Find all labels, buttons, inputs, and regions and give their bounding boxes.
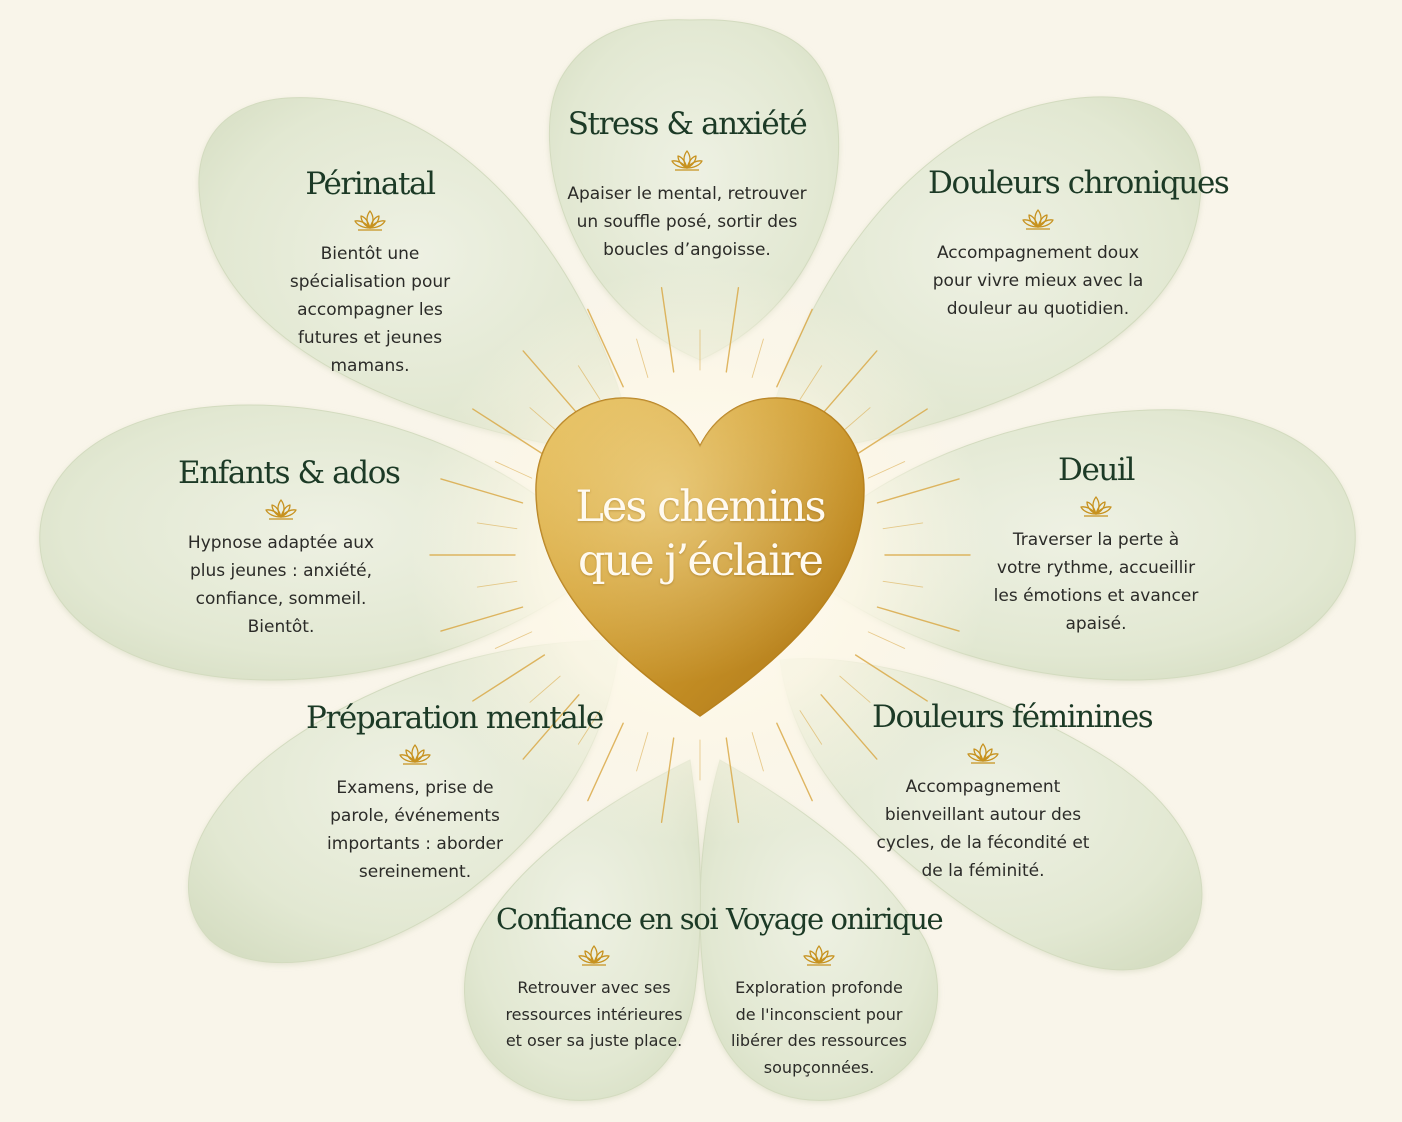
sun-ray [522,350,580,416]
center-title: Les chemins que j’éclaire [530,480,870,588]
petal-title: Deuil [1058,452,1135,488]
sun-ray [882,580,924,588]
petal-deuil: Deuil Traverser la perte à votre rythme,… [990,452,1202,638]
lotus-icon [264,497,298,521]
center-title-line-1: Les chemins [575,482,826,532]
lotus-icon [802,943,836,967]
sun-ray [854,654,928,702]
sun-ray [751,732,764,772]
sun-ray [472,654,546,702]
sun-ray [776,308,813,388]
sun-ray [587,722,624,802]
petal-title: Douleurs chroniques [928,165,1230,201]
sun-ray [494,461,533,479]
petal-title: Enfants & ados [178,455,401,491]
sun-ray [799,710,823,745]
sun-ray [522,694,580,760]
sun-ray [476,580,518,588]
petal-description: Exploration profonde de l'inconscient po… [731,978,907,1077]
petal-description: Accompagnement doux pour vivre mieux ave… [932,243,1144,319]
petal-description: Hypnose adaptée aux plus jeunes : anxiét… [187,533,375,637]
petal-title: Périnatal [305,166,436,202]
petal-description: Traverser la perte à votre rythme, accue… [993,530,1199,634]
sun-ray [820,694,878,760]
petal-description: Apaiser le mental, retrouver un souffle … [567,184,807,260]
petal-perinatal: Périnatal Bientôt une spécialisation pou… [280,166,460,380]
sun-ray [751,338,764,378]
sun-ray [587,308,624,388]
sun-ray [577,710,601,745]
sun-ray [494,631,533,649]
petal-enfants: Enfants & ados Hypnose adaptée aux plus … [178,455,401,641]
petal-stress: Stress & anxiété Apaiser le mental, retr… [560,106,814,264]
sun-ray [867,461,906,479]
sun-ray [440,478,524,504]
petal-title: Préparation mentale [306,700,604,736]
petal-title: Douleurs féminines [872,699,1154,735]
lotus-icon [1079,494,1113,518]
lotus-icon [670,148,704,172]
sun-ray [839,675,871,703]
petal-title: Stress & anxiété [567,106,808,142]
sun-ray [440,606,524,632]
petal-douleurs-chroniques: Douleurs chroniques Accompagnement doux … [928,165,1230,323]
sun-ray [799,365,823,400]
petal-preparation: Préparation mentale Examens, prise de pa… [306,700,604,886]
sun-ray [725,737,740,823]
petal-description: Bientôt une spécialisation pour accompag… [289,244,451,376]
sun-ray [577,365,601,400]
sun-ray [867,631,906,649]
sun-ray [820,350,878,416]
petal-confiance-shape [464,759,701,1101]
petal-douleurs-feminines: Douleurs féminines Accompagnement bienve… [872,699,1154,885]
sun-ray [882,522,924,530]
sun-ray [876,606,960,632]
sunburst-rays [429,287,971,823]
lotus-icon [1021,207,1055,231]
sun-ray [776,722,813,802]
petal-confiance: Confiance en soi Retrouver avec ses ress… [496,901,719,1055]
lotus-icon [398,742,432,766]
sun-ray [876,478,960,504]
petal-description: Accompagnement bienveillant autour des c… [876,777,1090,881]
petal-description: Examens, prise de parole, événements imp… [327,778,503,882]
petal-voyage-onirique: Voyage onirique Exploration profonde de … [726,901,944,1081]
petal-title: Voyage onirique [726,902,944,936]
sun-ray [472,408,546,456]
center-title-line-2: que j’éclaire [577,536,824,586]
sun-ray [854,408,928,456]
sun-ray [636,732,649,772]
lotus-icon [966,741,1000,765]
sun-ray [725,287,740,373]
sun-ray [529,675,561,703]
lotus-icon [353,208,387,232]
sun-ray [660,737,675,823]
petal-title: Confiance en soi [496,902,719,936]
sun-ray [660,287,675,373]
petal-description: Retrouver avec ses ressources intérieure… [505,978,683,1050]
sun-ray [636,338,649,378]
lotus-icon [577,943,611,967]
sun-ray [476,522,518,530]
